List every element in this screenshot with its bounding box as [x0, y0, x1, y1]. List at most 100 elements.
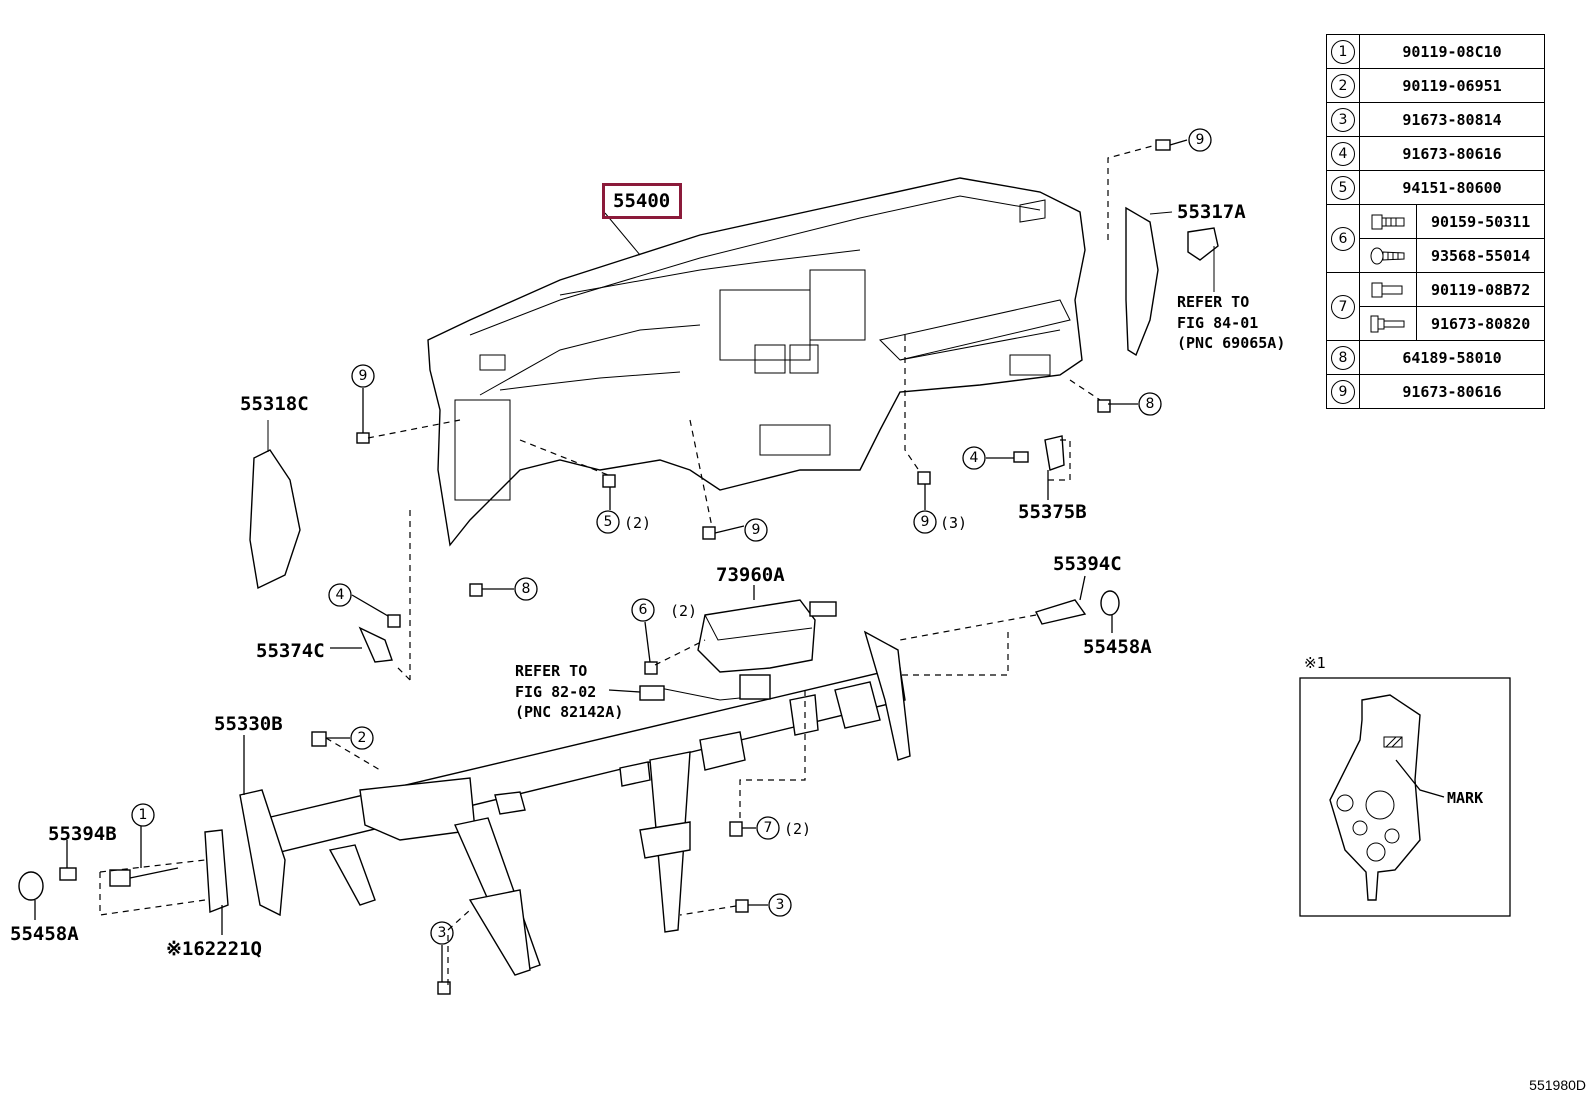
refer2-line3: (PNC 82142A) [515, 703, 623, 721]
label-55394C: 55394C [1053, 553, 1122, 575]
part-number[interactable]: 90119-08C10 [1359, 34, 1545, 69]
svg-text:8: 8 [1146, 396, 1155, 412]
side-cover-right [1125, 206, 1159, 357]
callout-8-left: 8 [514, 577, 538, 601]
inset-mark-detail: ※1 MARK [1299, 654, 1511, 917]
table-row: 7 90119-08B72 [1326, 272, 1545, 341]
qty-6: (2) [670, 602, 697, 620]
label-55318C: 55318C [240, 393, 309, 415]
inset-tag: ※1 [1304, 654, 1326, 672]
figure-code: 551980D [1529, 1077, 1586, 1093]
reinforcement-drawing [204, 630, 911, 976]
table-row: 93568-55014 [1327, 238, 1545, 273]
mark-label: MARK [1447, 789, 1483, 807]
callout-4-left: 4 [328, 583, 352, 607]
row-number: 8 [1331, 345, 1355, 370]
svg-text:2: 2 [358, 730, 367, 746]
clip-fastener-icon [1371, 214, 1405, 230]
callout-6: 6 [631, 598, 655, 622]
svg-text:5: 5 [604, 514, 613, 530]
callout-1: 1 [131, 803, 155, 827]
screw-fastener-icon [1370, 247, 1405, 265]
table-row: 8 64189-58010 [1326, 340, 1545, 375]
row-number: 2 [1331, 73, 1355, 98]
callout-7: 7 [756, 816, 780, 840]
part-number[interactable]: 91673-80616 [1359, 374, 1545, 409]
row-number: 7 [1331, 294, 1355, 319]
table-row: 1 90119-08C10 [1326, 34, 1545, 69]
svg-text:8: 8 [522, 581, 531, 597]
part-number[interactable]: 90119-08B72 [1416, 272, 1545, 307]
label-55458A-left: 55458A [10, 923, 79, 945]
callout-8-right: 8 [1138, 392, 1162, 416]
refer1-line3: (PNC 69065A) [1177, 334, 1285, 352]
fastener-parts-table: 1 90119-08C10 2 90119-06951 3 91673-8081… [1326, 34, 1545, 409]
part-labels: 55400 55317A 55318C 55375B 73960A 55394C… [10, 190, 1285, 960]
part-number[interactable]: 94151-80600 [1359, 170, 1545, 205]
clip-refer-icon [1187, 227, 1219, 261]
bolt-fastener-icon [1371, 282, 1403, 298]
main-part-highlight[interactable] [602, 183, 682, 219]
guide-lines [99, 144, 1157, 985]
refer2-line1: REFER TO [515, 662, 587, 680]
qty-9: (3) [940, 514, 967, 532]
label-73960A: 73960A [716, 564, 785, 586]
callout-9-left: 9 [351, 364, 375, 388]
label-55458A-right: 55458A [1083, 636, 1152, 658]
row-number: 1 [1331, 39, 1355, 64]
svg-text:4: 4 [970, 450, 979, 466]
label-55375B: 55375B [1018, 501, 1087, 523]
row-number: 6 [1331, 226, 1355, 251]
main-part-label: 55400 [613, 190, 670, 212]
table-row: 9 91673-80616 [1326, 374, 1545, 409]
label-55330B: 55330B [214, 713, 283, 735]
svg-text:9: 9 [752, 522, 761, 538]
row-number: 4 [1331, 141, 1355, 166]
flange-bolt-icon [1370, 315, 1405, 333]
table-row: 2 90119-06951 [1326, 68, 1545, 103]
instrument-panel-drawing [427, 177, 1086, 547]
airbag-drawing [639, 599, 837, 701]
refer2-line2: FIG 82-02 [515, 683, 596, 701]
callout-4-right: 4 [962, 446, 986, 470]
part-number[interactable]: 64189-58010 [1359, 340, 1545, 375]
row-number: 3 [1331, 107, 1355, 132]
leader-lines [34, 139, 1188, 982]
svg-text:4: 4 [336, 587, 345, 603]
refer1-line2: FIG 84-01 [1177, 314, 1258, 332]
table-row: 5 94151-80600 [1326, 170, 1545, 205]
callout-9-top: 9 [1188, 128, 1212, 152]
svg-text:3: 3 [776, 897, 785, 913]
qty-5: (2) [624, 514, 651, 532]
svg-text:9: 9 [921, 514, 930, 530]
label-55374C: 55374C [256, 640, 325, 662]
row-number: 5 [1331, 175, 1355, 200]
fasteners [18, 139, 1171, 995]
callouts: 9 8 9 4 5 9 9 4 8 6 2 1 7 3 3 [131, 128, 1212, 945]
part-number[interactable]: 91673-80820 [1416, 306, 1545, 341]
callout-3-right: 3 [768, 893, 792, 917]
svg-text:3: 3 [438, 925, 447, 941]
callout-2: 2 [350, 726, 374, 750]
svg-text:7: 7 [764, 820, 773, 836]
part-number[interactable]: 90159-50311 [1416, 204, 1545, 239]
svg-text:9: 9 [1196, 132, 1205, 148]
refer1-line1: REFER TO [1177, 293, 1249, 311]
callout-5: 5 [596, 510, 620, 534]
table-row: 6 90159-50311 [1326, 204, 1545, 273]
table-row: 4 91673-80616 [1326, 136, 1545, 171]
svg-text:1: 1 [139, 807, 148, 823]
side-cover-left [249, 449, 301, 590]
callout-3-bottom: 3 [430, 921, 454, 945]
row-number: 9 [1331, 379, 1355, 404]
label-55394B: 55394B [48, 823, 117, 845]
table-row: 3 91673-80814 [1326, 102, 1545, 137]
part-number[interactable]: 91673-80616 [1359, 136, 1545, 171]
part-number[interactable]: 91673-80814 [1359, 102, 1545, 137]
part-number[interactable]: 93568-55014 [1416, 238, 1545, 273]
table-row: 91673-80820 [1327, 306, 1545, 341]
label-162221Q: ※162221Q [166, 938, 262, 960]
callout-9-mid: 9 [744, 518, 768, 542]
part-number[interactable]: 90119-06951 [1359, 68, 1545, 103]
